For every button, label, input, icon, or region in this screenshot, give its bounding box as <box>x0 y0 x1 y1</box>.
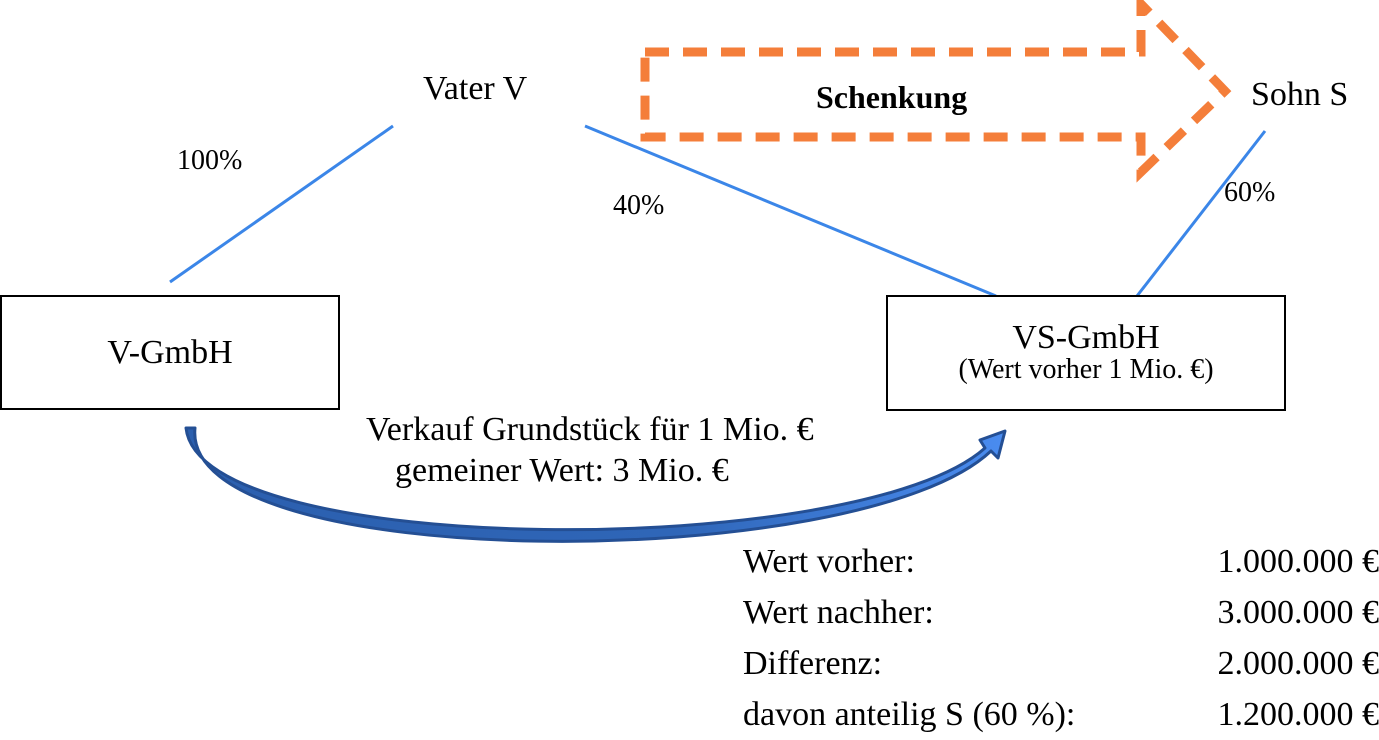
v-gmbh-box: V-GmbH <box>0 295 340 410</box>
calculation-table: Wert vorher: 1.000.000 € Wert nachher: 3… <box>743 536 1379 740</box>
calc-label: Differenz: <box>743 645 882 683</box>
vs-gmbh-title: VS-GmbH <box>1012 320 1159 356</box>
calc-row-share-son: davon anteilig S (60 %): 1.200.000 € <box>743 689 1379 740</box>
calc-row-value-after: Wert nachher: 3.000.000 € <box>743 587 1379 638</box>
calc-label: Wert nachher: <box>743 594 934 632</box>
ownership-pct-father-v-gmbh: 100% <box>177 147 242 175</box>
v-gmbh-title: V-GmbH <box>107 335 232 371</box>
father-label: Vater V <box>423 72 527 106</box>
gift-label: Schenkung <box>816 81 967 113</box>
calc-row-value-before: Wert vorher: 1.000.000 € <box>743 536 1379 587</box>
ownership-pct-father-vs-gmbh: 40% <box>613 192 664 220</box>
vs-gmbh-subtitle: (Wert vorher 1 Mio. €) <box>958 355 1213 386</box>
ownership-pct-son-vs-gmbh: 60% <box>1224 179 1275 207</box>
son-label: Sohn S <box>1251 78 1348 112</box>
calc-value: 1.000.000 € <box>1218 543 1379 581</box>
calc-label: davon anteilig S (60 %): <box>743 696 1075 734</box>
ownership-line-son-vs-gmbh <box>1137 131 1265 296</box>
sale-label-line2: gemeiner Wert: 3 Mio. € <box>395 451 729 492</box>
vs-gmbh-box: VS-GmbH (Wert vorher 1 Mio. €) <box>886 295 1286 411</box>
calc-label: Wert vorher: <box>743 543 915 581</box>
calc-value: 2.000.000 € <box>1218 645 1379 683</box>
calc-row-difference: Differenz: 2.000.000 € <box>743 638 1379 689</box>
sale-label-line1: Verkauf Grundstück für 1 Mio. € <box>366 410 814 451</box>
calc-value: 1.200.000 € <box>1218 696 1379 734</box>
calc-value: 3.000.000 € <box>1218 594 1379 632</box>
